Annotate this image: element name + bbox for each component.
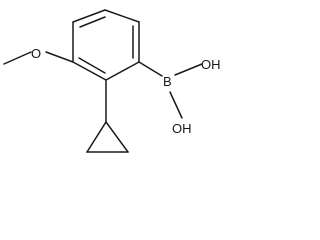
- bottom-hydroxyl-label: OH: [172, 121, 192, 136]
- ring-double-bond-top: [79, 16, 106, 28]
- ring-to-oxygen-bond: [45, 51, 74, 63]
- ring-double-bond-bottom-left: [78, 57, 106, 74]
- benzene-ring: [72, 9, 140, 81]
- methoxy-oxygen-label: O: [31, 46, 41, 61]
- methoxy-group: O: [3, 46, 74, 65]
- boron-to-top-oh-bond: [174, 63, 203, 76]
- ring-bond-top-right: [104, 9, 140, 23]
- oxygen-to-methyl-bond: [3, 51, 32, 65]
- cyclopropyl-group: [86, 79, 129, 153]
- boron-to-bottom-oh-bond: [169, 91, 183, 119]
- boron-label: B: [163, 74, 172, 89]
- cyclopropyl-right-bond: [105, 121, 129, 153]
- chemical-structure: O B OH OH: [3, 9, 221, 153]
- ring-bond-bottom-left: [72, 61, 107, 81]
- ring-bond-top-left: [72, 9, 106, 23]
- top-hydroxyl-label: OH: [201, 57, 221, 72]
- ring-bond-bottom-right: [105, 61, 140, 81]
- boronic-acid-group: B OH OH: [138, 57, 221, 136]
- cyclopropyl-left-bond: [86, 121, 107, 153]
- ring-to-boron-bond: [138, 61, 163, 77]
